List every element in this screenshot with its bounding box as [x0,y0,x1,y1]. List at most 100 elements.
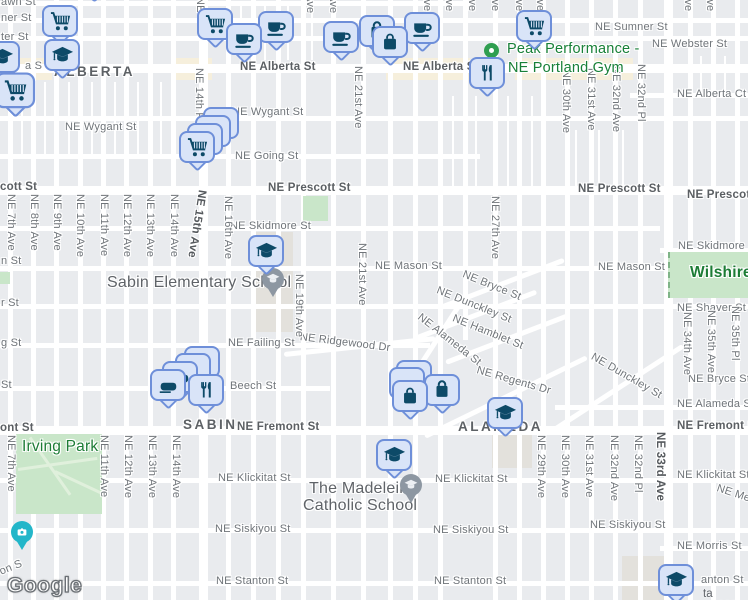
alley-road [575,130,577,188]
road [588,0,594,600]
street-label: n St [1,255,22,267]
street-label-vertical: NE 33rd Ave [654,432,666,502]
street-label-vertical: Ave [327,0,339,14]
street-label: NE Fremont St [237,421,320,433]
camera-icon [11,521,33,543]
school-label: Sabin Elementary School [107,274,292,291]
street-label-vertical: Ave [489,0,501,12]
school-label: Catholic School [303,497,418,514]
street-label: NE Alameda St [677,398,748,410]
coffee-pin[interactable] [404,12,440,53]
street-label-vertical: NE 35th Ave [705,310,717,374]
street-label: NE Wygant St [232,106,304,118]
fork-knife-icon [188,374,224,406]
alley-road [475,96,477,188]
graduation-cap-icon [487,397,523,429]
school-pin[interactable] [0,41,20,82]
road [250,0,256,600]
street-label-vertical: NE 32nd Ave [608,435,620,502]
road [170,0,176,600]
street-label: NE Skidmore St [678,240,748,252]
alley-road [507,96,509,188]
restaurant-pin[interactable] [469,57,505,98]
shopping-bag-pin[interactable] [372,26,408,67]
photo-pin[interactable] [11,521,33,550]
copyright-text: ta ©2023 [703,588,713,600]
gym-poi-dot[interactable] [484,43,499,58]
school-pin[interactable] [658,564,694,600]
park-area [303,196,328,221]
coffee-cup-icon [258,11,294,43]
street-label-vertical: NE 12th Ave [121,194,133,258]
cafe-pin[interactable] [150,369,186,410]
shopping-cart-pin[interactable] [0,72,36,119]
street-label-vertical: Ave [443,0,455,12]
park-label: Wilshire Park [690,264,748,281]
tote-bag-pin[interactable] [424,374,460,415]
street-label: NE Sumner St [595,21,668,33]
street-label: NE Prescott St [687,189,748,201]
street-label-vertical: NE 31st Ave [585,68,597,131]
road [0,303,748,309]
school-pin[interactable] [487,397,523,438]
shopping-bag-pin[interactable] [392,380,428,421]
street-label: NE Going St [235,150,299,162]
street-label-vertical: NE 7th Ave [5,194,17,251]
road [492,0,498,600]
street-label: NE Mer [715,482,748,506]
street-label: ner St [1,12,32,24]
alley-road [622,130,624,188]
shopping-cart-pin[interactable] [42,5,78,46]
coffee-pin[interactable] [226,23,262,64]
street-label: awn St [1,0,36,8]
street-label-vertical: NE 19th Ave [293,274,305,338]
shopping-cart-pin[interactable] [179,131,215,172]
street-label: NE Bryce St [688,373,748,385]
coffee-cup-icon [404,12,440,44]
road [300,0,306,600]
street-label: NE Failing St [228,337,295,349]
alley-road [160,82,162,156]
street-label: g St [1,337,22,349]
street-label: NE Stanton St [434,575,507,587]
road [0,342,430,348]
street-label-vertical: NE 13th Ave [146,435,158,499]
school-pin[interactable] [248,235,284,276]
road [0,527,748,533]
park-area [0,272,10,284]
street-label-vertical: NE 12th Ave [122,435,134,499]
road [637,0,643,600]
coffee-pin[interactable] [323,21,359,62]
shopping-cart-pin[interactable] [516,10,552,51]
street-label: a S [25,60,43,72]
street-label-vertical: NE 27th Ave [489,196,501,260]
road [198,0,208,600]
coffee-pin[interactable] [258,11,294,52]
street-label: NE Stanton St [216,575,289,587]
alley-road [21,82,23,156]
street-label-vertical: NE 14th Ave [168,194,180,258]
road [734,0,740,600]
pin-tail [16,540,28,550]
road [462,0,468,340]
street-label: ont St [0,422,34,434]
pin-tail [267,287,279,297]
google-logo[interactable]: Google [6,573,83,597]
road [77,0,83,600]
school-pin[interactable] [44,39,80,80]
street-label-vertical: Ave [513,0,525,12]
street-label: NE Alberta Ct [677,88,747,100]
road [330,0,336,600]
road [30,0,36,600]
park-area [668,252,748,298]
street-label-vertical: NE 8th Ave [28,194,40,251]
graduation-cap-icon [400,474,422,496]
street-label-vertical: NE 11th Ave [98,194,110,257]
restaurant-pin[interactable] [188,374,224,415]
school-pin[interactable] [376,439,412,480]
road [123,0,129,600]
street-label: NE Fremont St [677,420,748,432]
school-location-pin[interactable] [400,474,422,503]
street-label-vertical: NE 16th Ave [222,196,234,260]
